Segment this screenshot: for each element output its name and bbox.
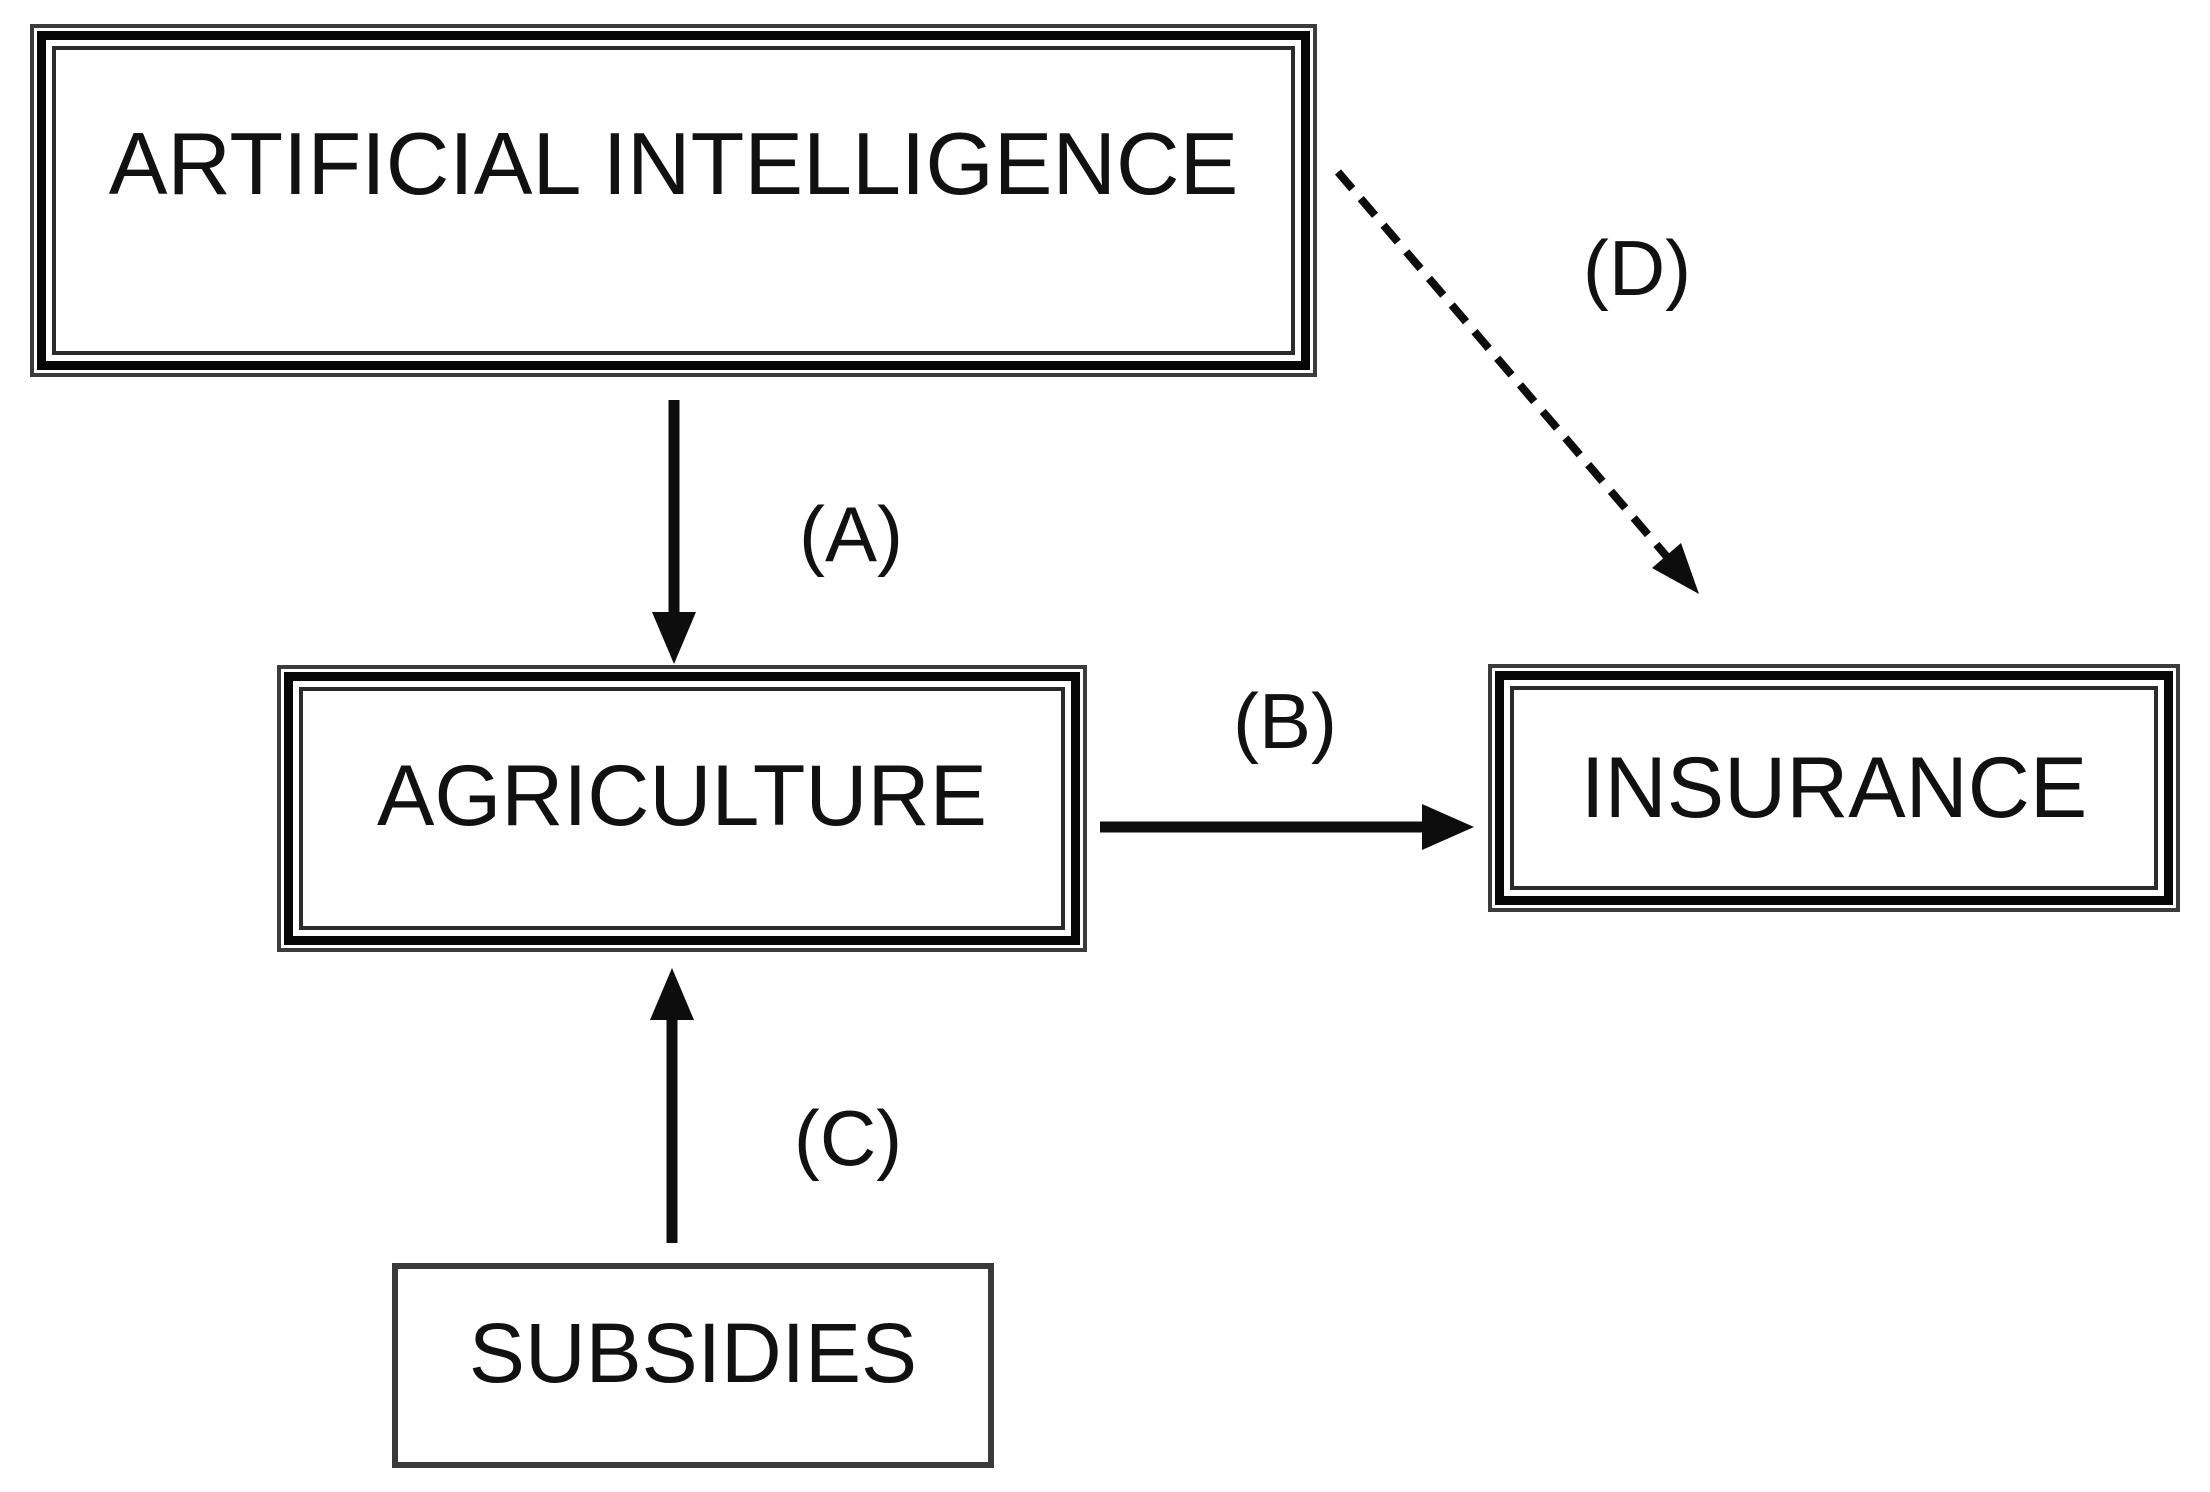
edge-label-c: (C) (793, 1094, 903, 1182)
box-border-middle: AGRICULTURE (284, 672, 1080, 945)
node-subsidies: SUBSIDIES (392, 1263, 994, 1468)
arrow-d-head (1652, 543, 1699, 594)
edge-label-b: (B) (1233, 677, 1337, 765)
arrow-a-head (652, 612, 696, 664)
box-border-middle: ARTIFICIAL INTELLIGENCE (37, 31, 1310, 370)
arrow-b (1100, 804, 1474, 850)
node-agriculture: AGRICULTURE (277, 665, 1087, 952)
arrow-b-head (1422, 804, 1474, 850)
edge-label-a: (A) (799, 490, 903, 578)
arrow-c-head (650, 968, 694, 1020)
edge-label-d: (D) (1582, 224, 1692, 312)
box-border-inner: AGRICULTURE (299, 687, 1065, 930)
node-label-artificial-intelligence: ARTIFICIAL INTELLIGENCE (108, 113, 1239, 213)
node-artificial-intelligence: ARTIFICIAL INTELLIGENCE (30, 24, 1317, 377)
arrow-a (652, 400, 696, 664)
box-border-inner: INSURANCE (1510, 686, 2158, 890)
node-label-agriculture: AGRICULTURE (376, 747, 988, 844)
arrow-d-line (1334, 169, 1672, 561)
box-border-inner: ARTIFICIAL INTELLIGENCE (52, 46, 1295, 355)
node-label-insurance: INSURANCE (1580, 740, 2088, 836)
arrow-d (1334, 169, 1699, 594)
arrow-c (650, 968, 694, 1243)
node-label-subsidies: SUBSIDIES (468, 1305, 918, 1400)
box-border-middle: INSURANCE (1495, 671, 2173, 905)
node-insurance: INSURANCE (1488, 664, 2180, 912)
